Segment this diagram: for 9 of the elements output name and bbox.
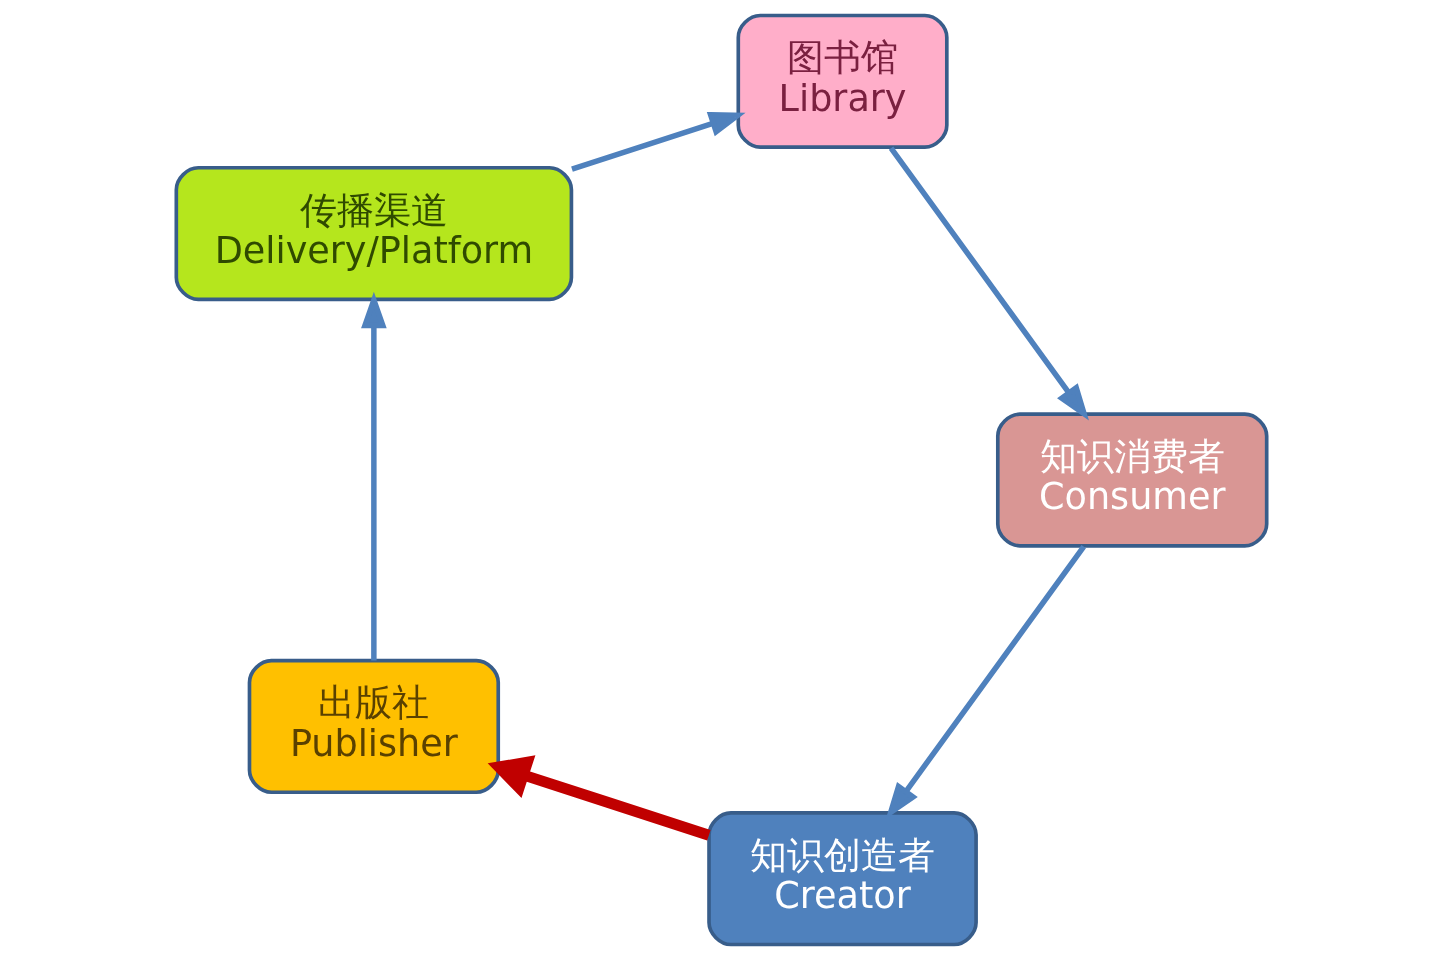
- node-box: 出版社 Publisher: [247, 658, 500, 795]
- arrow: [487, 755, 711, 841]
- node-box: 知识创造者 Creator: [706, 811, 978, 947]
- arrow: [888, 146, 1089, 421]
- node-box: 图书馆 Library: [735, 13, 949, 149]
- node-box: 知识消费者 Consumer: [995, 412, 1268, 548]
- arrow: [360, 291, 387, 661]
- arrow: [570, 111, 746, 172]
- node-box: 传播渠道 Delivery/Platform: [174, 165, 573, 302]
